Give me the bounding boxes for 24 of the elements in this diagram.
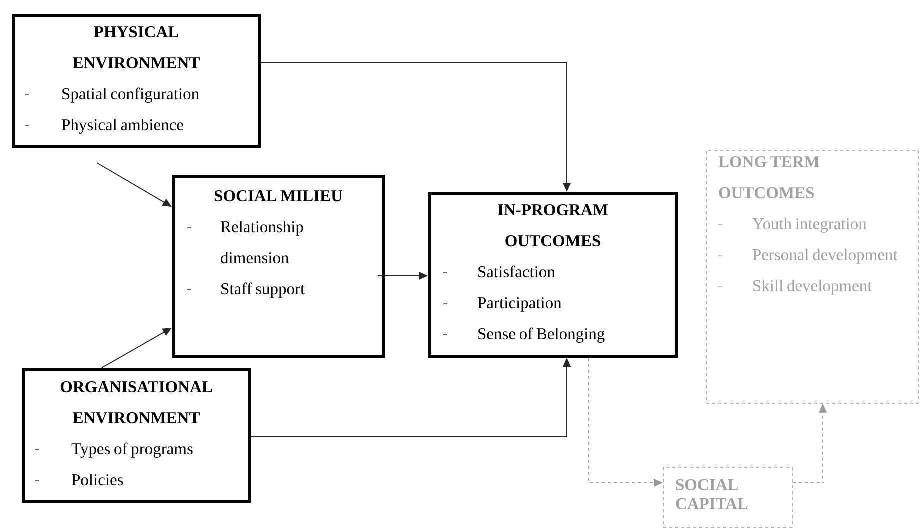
list-item: Satisfaction (478, 266, 556, 278)
list-item: Spatial configuration (62, 88, 200, 103)
list-item: Types of programs (72, 442, 193, 458)
heading: IN-PROGRAM OUTCOMES (498, 204, 608, 247)
list-item: Youth integration (752, 218, 867, 233)
list-item: Policies (72, 474, 124, 486)
heading: SOCIAL CAPITAL (676, 479, 748, 510)
process-box (12, 14, 261, 148)
process-box (22, 368, 251, 503)
heading: PHYSICAL ENVIRONMENT (73, 26, 200, 69)
process-box (172, 175, 385, 358)
outcome-box (663, 467, 793, 528)
list-item: Staff support (222, 282, 305, 298)
list-item: Skill development (754, 280, 872, 295)
list-item: Relationship dimension (220, 220, 304, 264)
process-box (428, 192, 678, 358)
outcome-box (706, 150, 919, 404)
list-item: Personal development (752, 248, 898, 264)
heading: LONG TERM OUTCOMES (718, 156, 820, 199)
list-item: Participation (478, 297, 562, 312)
heading: ORGANISATIONAL ENVIRONMENT (60, 381, 212, 424)
list-item: Sense of Belonging (478, 328, 605, 343)
heading: SOCIAL MILIEU (214, 190, 343, 202)
list-item: Physical ambience (62, 118, 184, 134)
